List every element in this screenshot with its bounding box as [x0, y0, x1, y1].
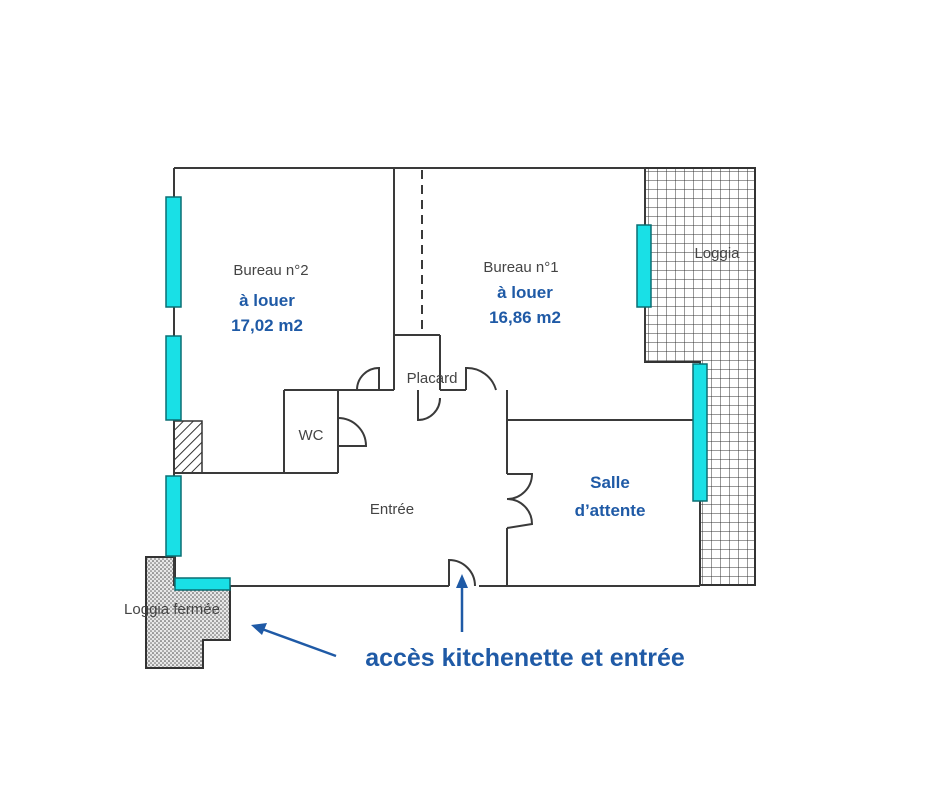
window-entree	[165, 475, 182, 557]
annotation-text: accès kitchenette et entrée	[365, 644, 685, 672]
bureau2-name: Bureau n°2	[233, 262, 308, 279]
arrow-left-head	[251, 623, 267, 635]
window-loggia-fermee	[174, 577, 231, 591]
arrow-left	[261, 627, 337, 658]
annotation-arrows	[251, 574, 468, 658]
bureau2-status: à louer	[239, 291, 295, 310]
bureau1-area: 16,86 m2	[489, 308, 561, 327]
salle-attente-line2: d’attente	[575, 501, 646, 520]
hatched-wall	[173, 420, 203, 474]
window-bureau2-bottom	[165, 335, 182, 421]
bureau1-status: à louer	[497, 283, 553, 302]
arrow-up-head	[456, 574, 468, 588]
bureau1-name: Bureau n°1	[483, 259, 558, 276]
loggia-label: Loggia	[694, 245, 740, 262]
salle-attente-line1: Salle	[590, 473, 630, 492]
wc-label: WC	[299, 427, 324, 444]
door-swings	[337, 366, 534, 587]
placard-label: Placard	[407, 370, 458, 387]
bureau2-area: 17,02 m2	[231, 316, 303, 335]
windows	[165, 196, 708, 591]
window-bureau1	[636, 224, 652, 308]
entree-label: Entrée	[370, 501, 414, 518]
window-salle-attente	[692, 363, 708, 502]
window-bureau2-top	[165, 196, 182, 308]
loggia-fermee-label: Loggia fermée	[124, 601, 220, 618]
